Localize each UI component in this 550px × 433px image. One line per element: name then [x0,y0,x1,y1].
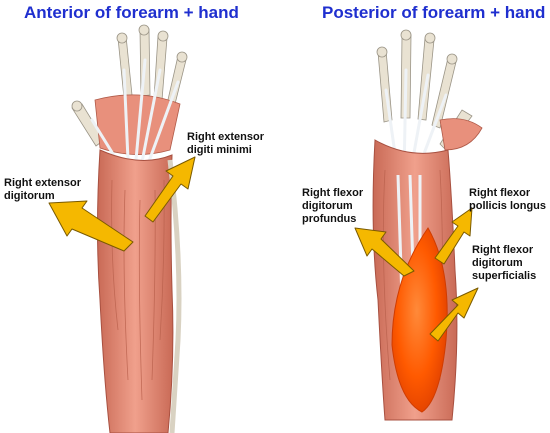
arrow-extensor-digiti-minimi [144,156,196,223]
posterior-panel-title: Posterior of forearm + hand [322,3,546,22]
anterior-panel-title: Anterior of forearm + hand [24,3,239,22]
label-extensor-digiti-minimi: Right extensor digiti minimi [187,131,265,156]
label-flexor-digitorum-superficialis: Right flexor digitorum superficialis [472,244,537,282]
label-flexor-pollicis-longus: Right flexor pollicis longus [469,187,547,212]
arrow-extensor-digitorum [48,200,134,252]
label-extensor-digitorum: Right extensor digitorum [4,177,82,202]
arrow-flexor-digitorum-profundus [354,227,415,277]
anterior-hand-tendons [90,58,180,166]
arrow-flexor-digitorum-superficialis [429,287,479,342]
label-flexor-digitorum-profundus: Right flexor digitorum profundus [302,187,364,225]
anterior-hand [71,24,188,155]
arrow-flexor-pollicis-longus [434,207,473,265]
